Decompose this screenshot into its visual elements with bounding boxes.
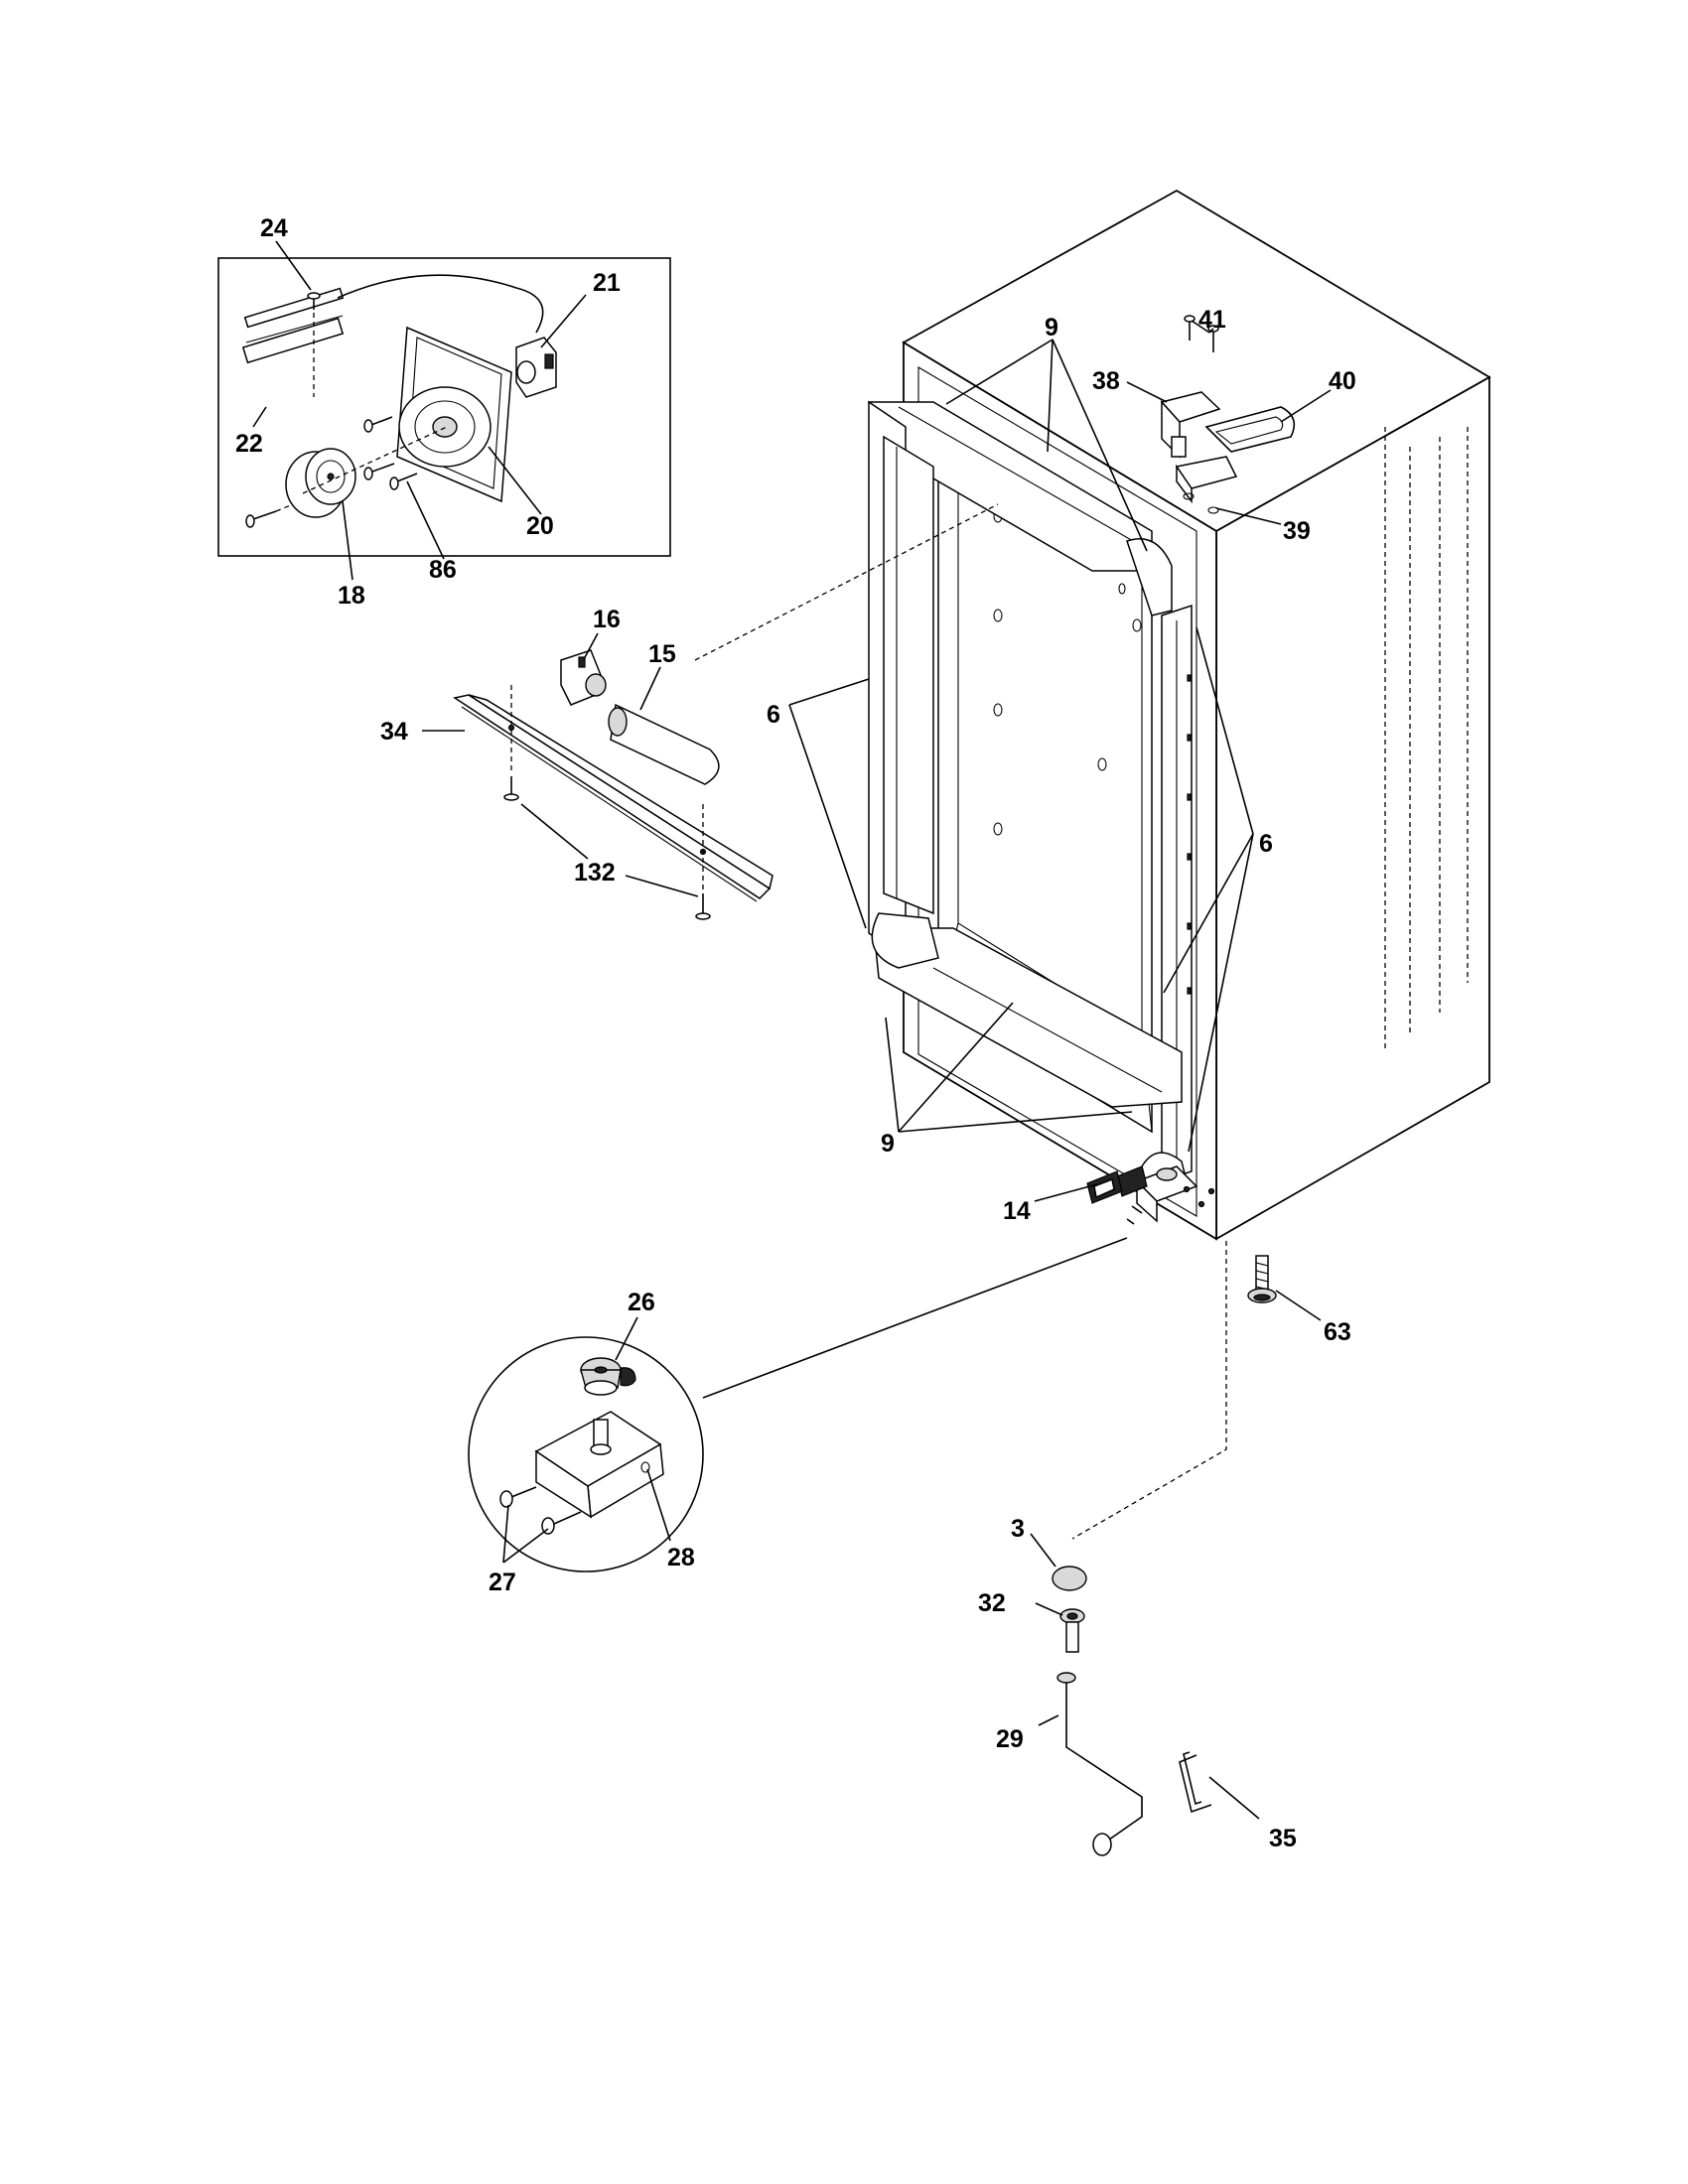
fan-inset-box (217, 257, 671, 557)
label-24: 24 (260, 214, 288, 242)
label-132: 132 (574, 859, 616, 887)
label-38: 38 (1092, 367, 1120, 395)
label-39: 39 (1283, 517, 1311, 545)
label-15: 15 (648, 640, 676, 668)
leader-lines (252, 240, 1332, 1820)
trough-assembly (453, 685, 774, 920)
label-29: 29 (996, 1725, 1024, 1753)
label-16: 16 (593, 606, 621, 633)
label-28: 28 (667, 1544, 695, 1571)
drain-assembly (1052, 1241, 1227, 1856)
door-seals (868, 400, 1193, 1187)
label-6-left: 6 (767, 701, 780, 729)
part-number-labels: 24 21 22 20 86 18 16 15 34 132 9 41 38 4… (235, 214, 1356, 1852)
label-41: 41 (1198, 306, 1226, 334)
hinge-detail-circle (468, 1237, 1128, 1572)
label-18: 18 (338, 582, 365, 610)
label-3: 3 (1011, 1515, 1025, 1543)
label-40: 40 (1329, 367, 1356, 395)
leveler-leg (1247, 1255, 1277, 1303)
label-20: 20 (526, 512, 554, 540)
label-26: 26 (628, 1289, 655, 1316)
thermostat-and-sensor (560, 503, 999, 785)
label-63: 63 (1324, 1318, 1351, 1346)
label-32: 32 (978, 1589, 1006, 1617)
label-86: 86 (429, 556, 457, 584)
label-6-right: 6 (1259, 830, 1273, 858)
label-14: 14 (1003, 1197, 1031, 1225)
label-27: 27 (489, 1569, 516, 1596)
cabinet (902, 189, 1491, 1241)
label-22: 22 (235, 430, 263, 458)
bottom-hinge (1086, 1165, 1215, 1225)
label-21: 21 (593, 269, 621, 297)
label-35: 35 (1269, 1825, 1297, 1852)
label-9-top: 9 (1045, 314, 1058, 341)
side-texture (1384, 427, 1469, 1052)
label-34: 34 (380, 718, 408, 746)
label-9-bottom: 9 (881, 1130, 895, 1158)
